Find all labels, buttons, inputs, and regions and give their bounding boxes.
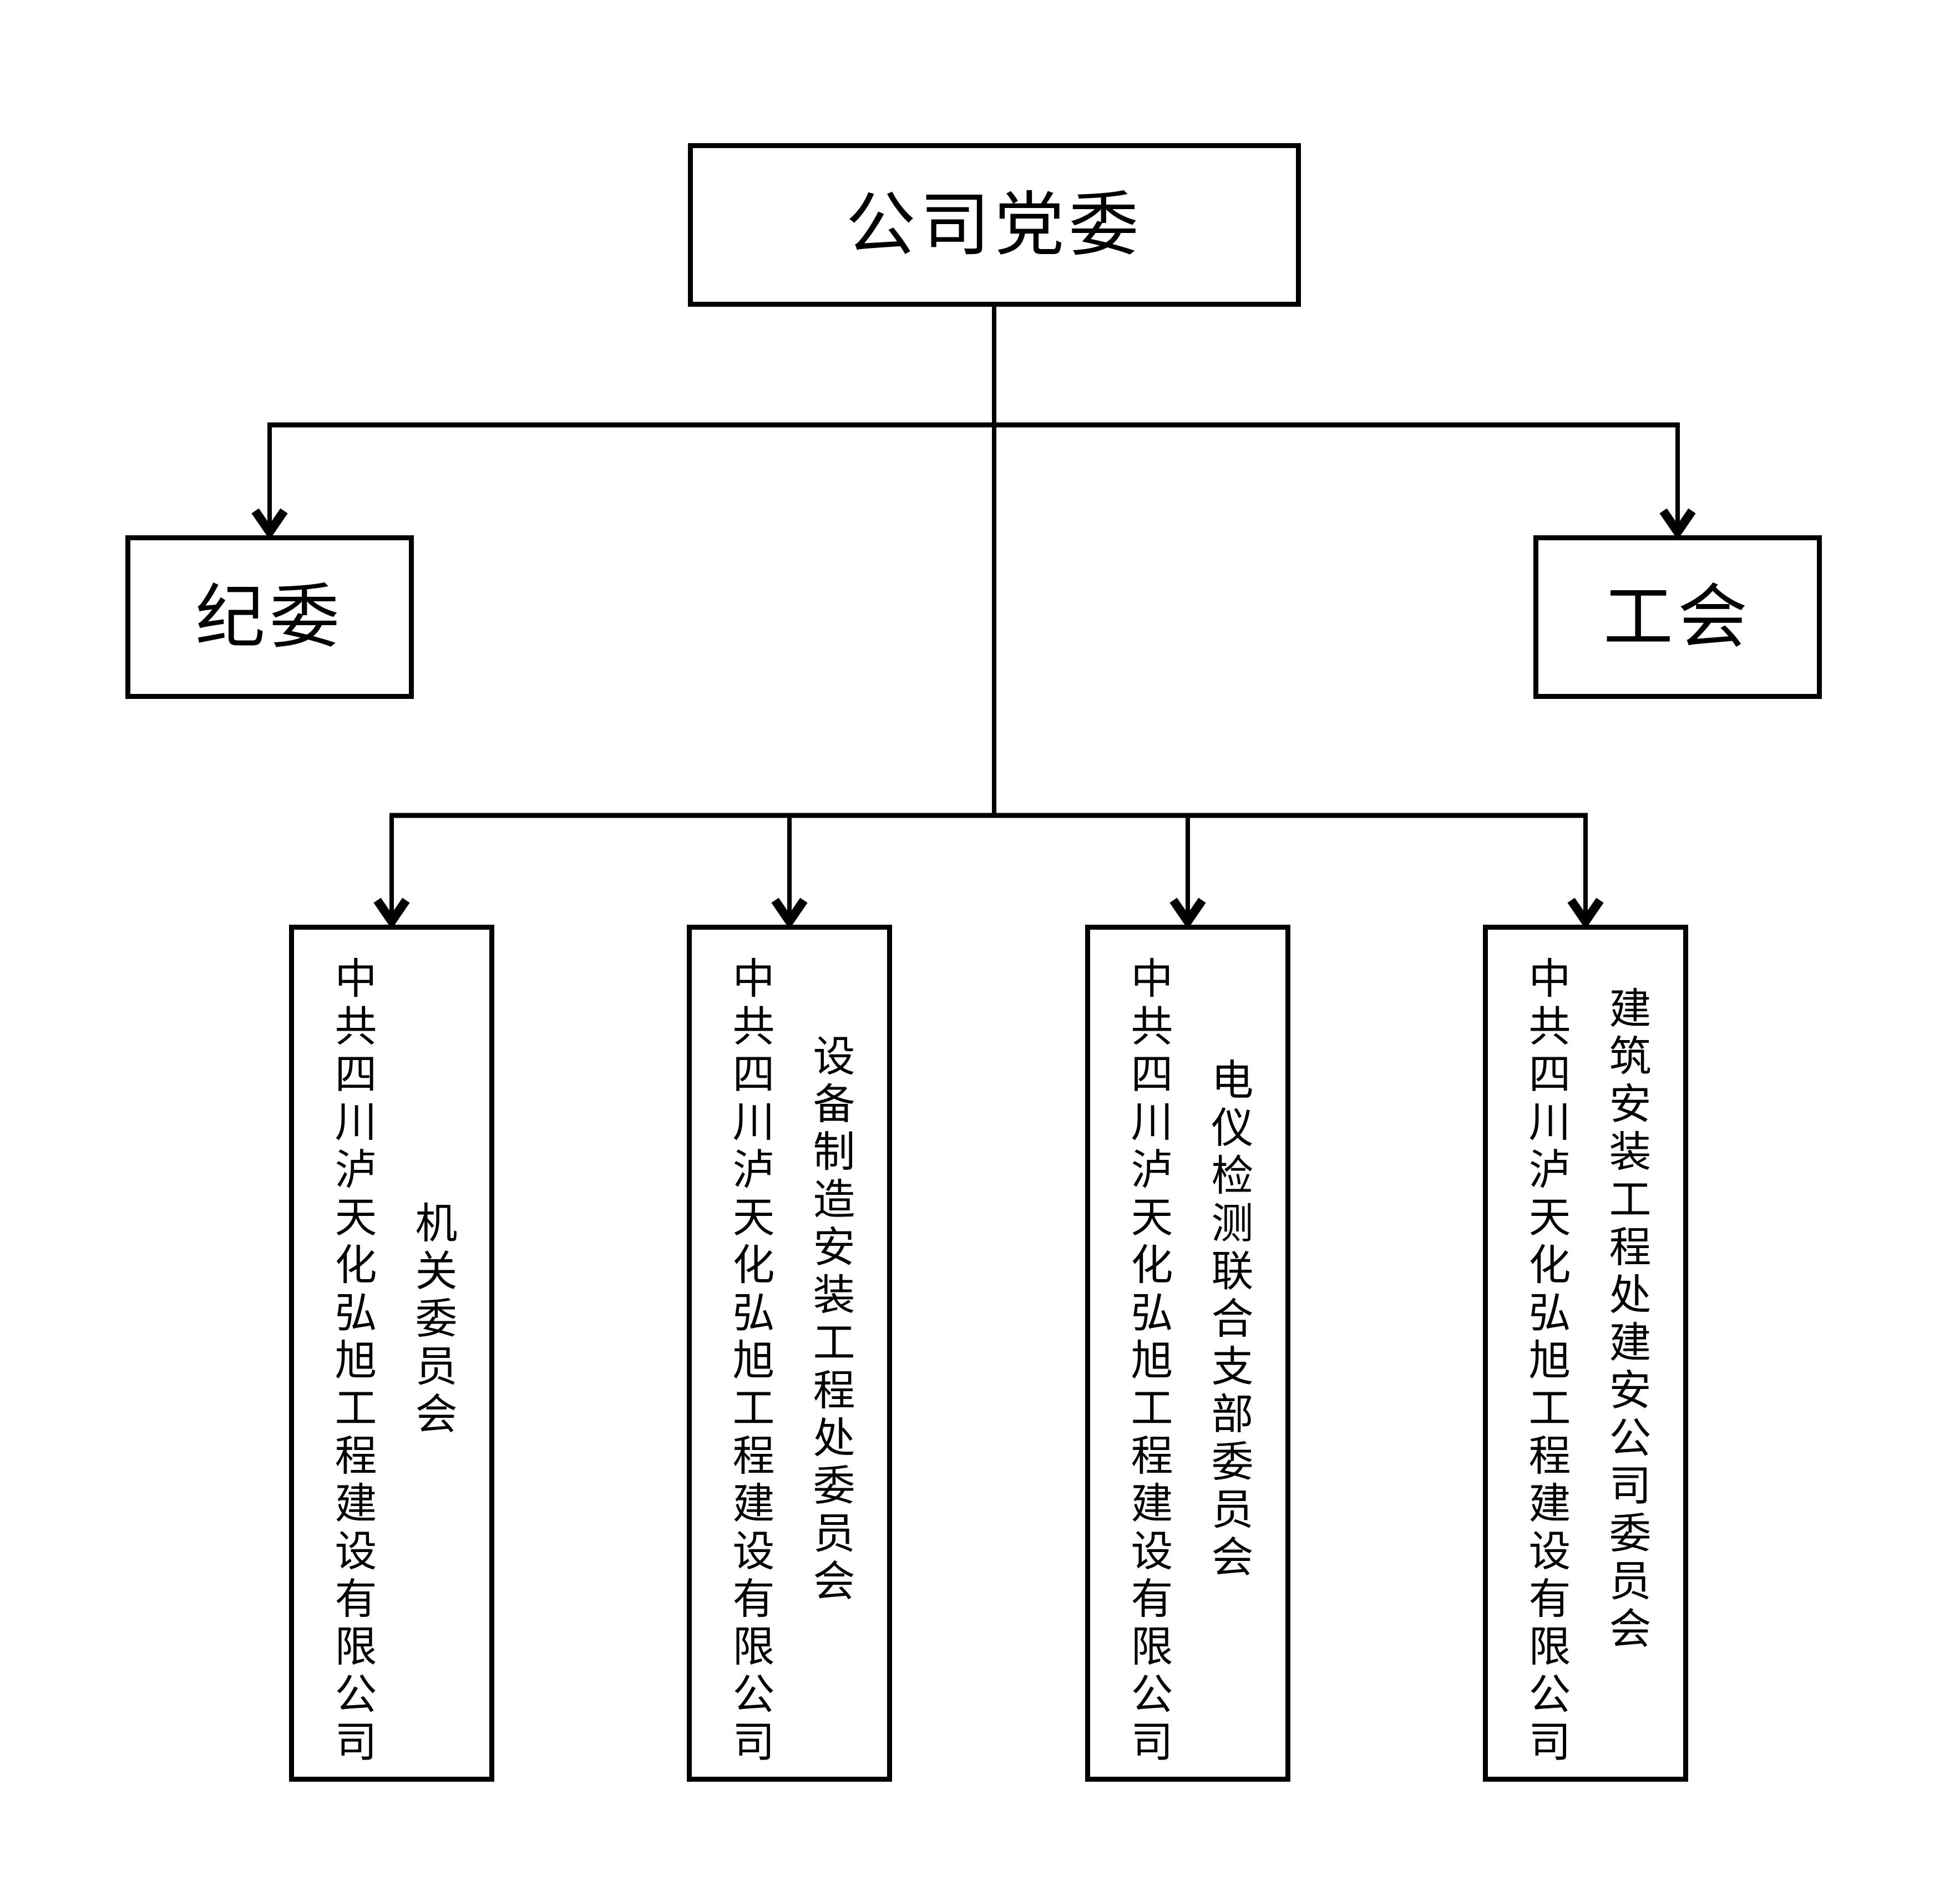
- connector-lower-rail: [389, 813, 1588, 917]
- committee-name-vertical: 机关委员会: [408, 1201, 456, 1439]
- org-box-discipline-commission-label: 纪委: [195, 577, 344, 656]
- org-box-party-committee: 公司党委: [688, 143, 1301, 307]
- company-name-vertical: 中共四川泸天化弘旭工程建设有限公司: [726, 956, 773, 1767]
- arrowhead-to-unit-2: [771, 898, 808, 930]
- committee-name-vertical: 电仪检测联合支部委员会: [1204, 1058, 1252, 1583]
- connector-upper-rail: [267, 422, 1680, 528]
- org-box-unit-office-committee: 中共四川泸天化弘旭工程建设有限公司 机关委员会: [289, 925, 494, 1782]
- org-box-unit-instrument-committee: 中共四川泸天化弘旭工程建设有限公司 电仪检测联合支部委员会: [1085, 925, 1290, 1782]
- company-name-vertical: 中共四川泸天化弘旭工程建设有限公司: [1522, 956, 1569, 1767]
- arrowhead-to-unit-1: [373, 898, 410, 930]
- arrowhead-to-unit-4: [1567, 898, 1604, 930]
- arrowhead-to-right-branch: [1659, 508, 1696, 540]
- committee-name-vertical: 设备制造安装工程处委员会: [806, 1034, 854, 1606]
- org-box-unit-equipment-committee: 中共四川泸天化弘旭工程建设有限公司 设备制造安装工程处委员会: [687, 925, 892, 1782]
- company-name-vertical: 中共四川泸天化弘旭工程建设有限公司: [328, 956, 376, 1767]
- committee-name-vertical: 建筑安装工程处建安公司委员会: [1602, 986, 1650, 1654]
- company-name-vertical: 中共四川泸天化弘旭工程建设有限公司: [1124, 956, 1172, 1767]
- org-box-discipline-commission: 纪委: [125, 535, 414, 699]
- org-box-unit-construction-committee: 中共四川泸天化弘旭工程建设有限公司 建筑安装工程处建安公司委员会: [1483, 925, 1688, 1782]
- org-box-party-committee-label: 公司党委: [845, 185, 1143, 264]
- org-box-labor-union: 工会: [1533, 535, 1822, 699]
- org-box-labor-union-label: 工会: [1603, 577, 1752, 656]
- arrowhead-to-left-branch: [251, 508, 288, 540]
- arrowhead-to-unit-3: [1169, 898, 1206, 930]
